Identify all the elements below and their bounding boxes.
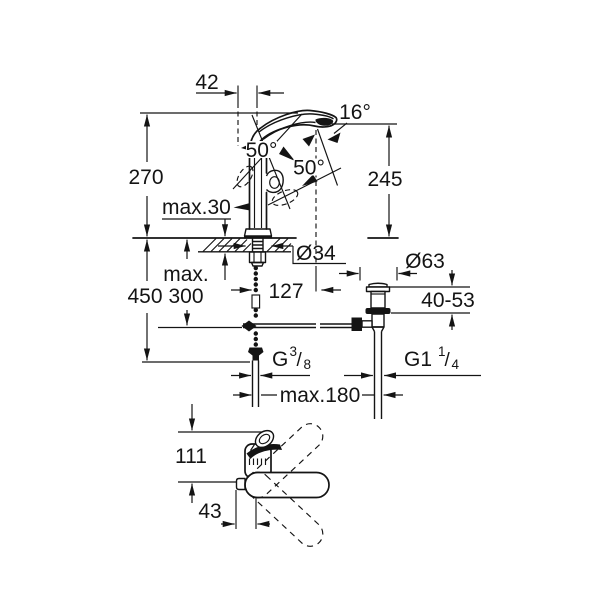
label-waste-range: 40-53	[421, 289, 475, 312]
spout-hook	[265, 169, 284, 194]
handle-ghost-right	[271, 189, 299, 206]
labels-plan: 111 43	[175, 445, 222, 523]
label-hose-300: 300	[168, 285, 203, 308]
label-hole-diameter: Ø34	[296, 242, 336, 265]
label-plan-111: 111	[175, 445, 207, 468]
waste-thread-numerator: 1	[438, 344, 446, 359]
label-reach-127: 127	[268, 280, 303, 303]
pop-up-waste	[351, 282, 391, 419]
label-supply-thread: G 3 / 8	[272, 344, 311, 372]
plan-lever-blade	[246, 443, 282, 459]
labels-side: 42 270 245 16° 50° 50° max.30 Ø34 450 ma…	[127, 71, 474, 407]
label-hose-max: max.	[163, 263, 209, 286]
rod-lines	[243, 323, 352, 329]
counter-deck	[132, 237, 399, 253]
label-spout-offset: 42	[195, 71, 218, 94]
supply-thread-denominator: 8	[304, 357, 312, 372]
mounting-nut	[248, 251, 267, 264]
supply-pipe	[251, 360, 260, 407]
plan-spout	[244, 471, 330, 499]
extension-lines	[140, 85, 470, 363]
aerator-tip	[315, 117, 334, 126]
body-outline	[248, 150, 268, 230]
angle50-left-backplate	[246, 141, 277, 158]
dia34-leader	[292, 246, 346, 265]
angle16-arrow-right	[327, 132, 341, 143]
rod-port	[351, 317, 362, 331]
supply-thread-prefix: G	[272, 348, 288, 371]
label-angle-50-right: 50°	[293, 157, 325, 180]
supply-connector	[248, 347, 264, 361]
label-deck-thickness: max.30	[162, 196, 231, 219]
waste-tailpipe	[373, 331, 383, 419]
plan-reference-lines	[178, 431, 272, 483]
supply-hose	[241, 238, 267, 407]
dia63-ticks	[359, 267, 398, 281]
label-max-180: max.180	[280, 384, 361, 407]
waste-thread-prefix: G1	[404, 348, 432, 371]
waste-seal-ring	[365, 308, 391, 314]
angle50-right-backplate	[293, 158, 325, 176]
angle16-arrow-left	[302, 134, 315, 147]
rod-port-stem	[361, 320, 373, 328]
label-angle-50-left: 50°	[246, 139, 278, 162]
dimension-lines	[143, 89, 481, 399]
spout-angle-slant-line	[316, 128, 339, 186]
nut-collar	[250, 261, 265, 267]
plan-faucet	[235, 423, 330, 547]
rod-hose-connector	[241, 320, 257, 332]
supply-thread-numerator: 3	[290, 344, 298, 359]
plan-knob-link-line	[250, 444, 255, 451]
hose-ferrule	[251, 294, 261, 309]
label-height-245: 245	[367, 168, 402, 191]
plan-swivel-lower	[244, 471, 324, 547]
waste-body	[371, 313, 385, 328]
plan-swivel-upper	[244, 423, 324, 499]
body-inner-lines	[253, 155, 263, 228]
deck-hatching	[202, 238, 292, 252]
threaded-shank	[251, 238, 264, 252]
arc-arrow-lower	[302, 174, 318, 186]
label-waste-diameter: Ø63	[405, 250, 445, 273]
label-height-450: 450	[127, 285, 162, 308]
plan-back-nub	[235, 477, 246, 491]
label-angle-16: 16°	[339, 101, 371, 124]
supply-thread-slash: /	[297, 350, 303, 371]
base-flange	[243, 228, 273, 237]
waste-thread-denominator: 4	[452, 357, 460, 372]
nut-facets	[253, 252, 262, 263]
label-plan-43: 43	[198, 500, 221, 523]
label-height-270: 270	[128, 166, 163, 189]
handle-ghost-left	[236, 165, 254, 188]
arc-arrow-right	[279, 146, 295, 161]
side-view: 42 270 245 16° 50° 50° max.30 Ø34 450 ma…	[127, 71, 481, 419]
angle16-leader	[333, 122, 348, 134]
dim42-ticks	[237, 85, 258, 103]
spout-hook-inner	[269, 176, 280, 189]
plan-view: 111 43	[175, 404, 330, 547]
plan-lever-knob-inner	[258, 433, 271, 445]
plan-body-knurling	[248, 458, 267, 465]
waste-taper	[371, 326, 385, 332]
pop-up-rod	[243, 323, 352, 329]
waste-range-reference-lines	[389, 286, 470, 314]
handle-closed-mark	[233, 203, 250, 211]
waste-thread-slash: /	[445, 350, 451, 371]
label-waste-thread: G1 1 / 4	[404, 344, 460, 372]
dim42-dashed-extensions	[237, 103, 258, 146]
handle-inner-curves	[258, 113, 334, 141]
